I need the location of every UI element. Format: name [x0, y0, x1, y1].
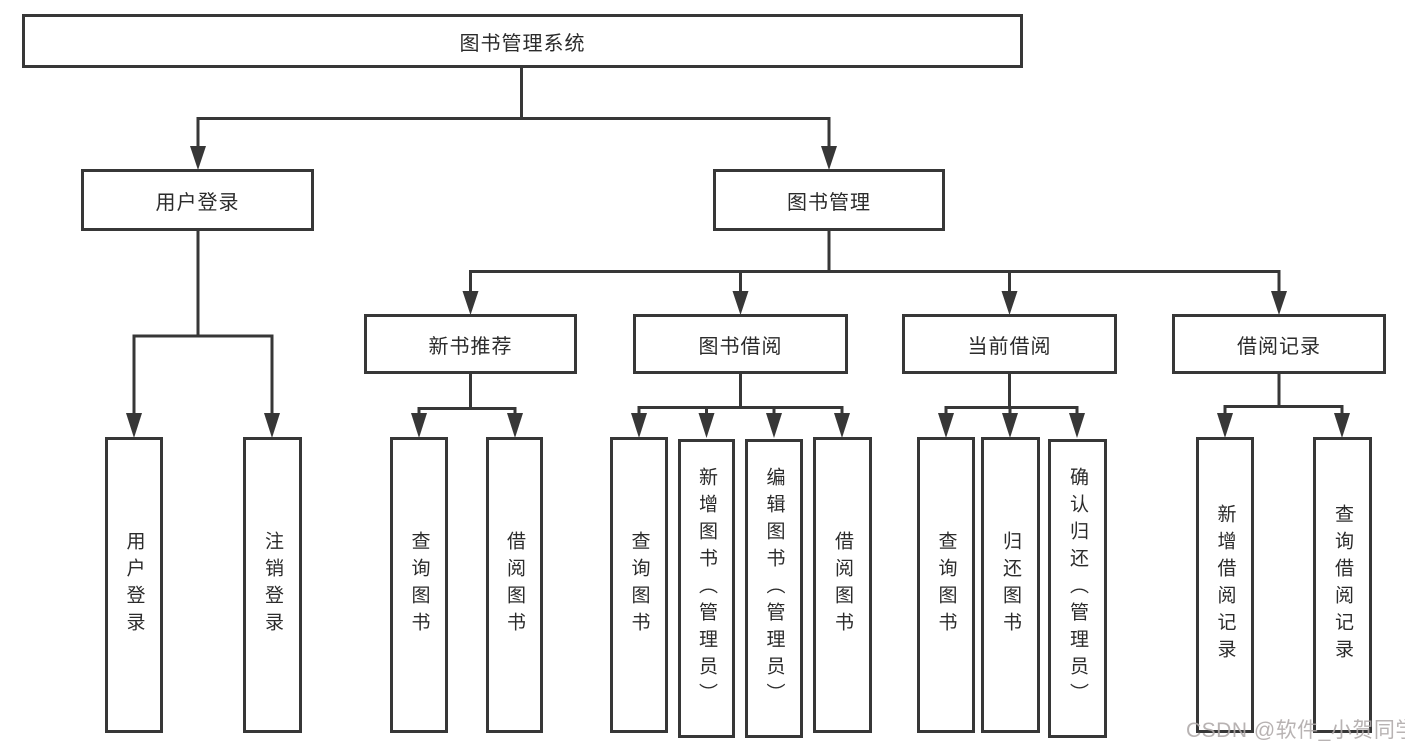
node-current-borrow: 当前借阅 [902, 314, 1117, 374]
leaf-query-books-current: 查询图书 [917, 437, 975, 733]
node-book-management-module: 图书管理 [713, 169, 945, 231]
node-new-book-recommend: 新书推荐 [364, 314, 577, 374]
node-book-borrow: 图书借阅 [633, 314, 848, 374]
leaf-add-borrow-record-label: 新增借阅记录 [1214, 504, 1236, 666]
leaf-user-login-label: 用户登录 [123, 531, 145, 639]
leaf-confirm-return-admin-label: 确认归还（管理员） [1067, 467, 1088, 710]
node-system-root-label: 图书管理系统 [459, 32, 586, 55]
leaf-query-books-borrow: 查询图书 [610, 437, 668, 733]
leaf-add-borrow-record: 新增借阅记录 [1196, 437, 1254, 733]
watermark-text: CSDN @软件_小贺同学 [1186, 719, 1405, 742]
node-book-management-module-label: 图书管理 [787, 191, 871, 214]
node-user-login-module-label: 用户登录 [155, 191, 240, 214]
leaf-query-books-recommend-label: 查询图书 [408, 531, 430, 639]
leaf-borrow-books-recommend-label: 借阅图书 [504, 531, 525, 639]
node-borrow-records: 借阅记录 [1172, 314, 1386, 374]
leaf-return-book: 归还图书 [981, 437, 1040, 733]
leaf-query-borrow-record: 查询借阅记录 [1313, 437, 1372, 733]
node-book-borrow-label: 图书借阅 [698, 335, 783, 358]
leaf-add-book-admin-label: 新增图书（管理员） [696, 467, 717, 710]
leaf-query-books-current-label: 查询图书 [935, 531, 957, 639]
node-borrow-records-label: 借阅记录 [1237, 335, 1321, 358]
leaf-borrow-books-borrow: 借阅图书 [813, 437, 872, 733]
node-new-book-recommend-label: 新书推荐 [428, 335, 513, 358]
leaf-return-book-label: 归还图书 [1000, 531, 1021, 639]
leaf-borrow-books-borrow-label: 借阅图书 [832, 531, 853, 639]
leaf-confirm-return-admin: 确认归还（管理员） [1048, 439, 1107, 738]
leaf-edit-book-admin: 编辑图书（管理员） [745, 439, 803, 738]
leaf-query-books-borrow-label: 查询图书 [628, 531, 650, 639]
node-user-login-module: 用户登录 [81, 169, 314, 231]
leaf-logout: 注销登录 [243, 437, 302, 733]
leaf-query-borrow-record-label: 查询借阅记录 [1332, 504, 1353, 666]
leaf-user-login: 用户登录 [105, 437, 163, 733]
leaf-edit-book-admin-label: 编辑图书（管理员） [763, 467, 785, 710]
leaf-query-books-recommend: 查询图书 [390, 437, 448, 733]
leaf-logout-label: 注销登录 [262, 531, 283, 639]
node-system-root: 图书管理系统 [22, 14, 1023, 68]
leaf-add-book-admin: 新增图书（管理员） [678, 439, 735, 738]
leaf-borrow-books-recommend: 借阅图书 [486, 437, 543, 733]
node-current-borrow-label: 当前借阅 [967, 335, 1052, 358]
